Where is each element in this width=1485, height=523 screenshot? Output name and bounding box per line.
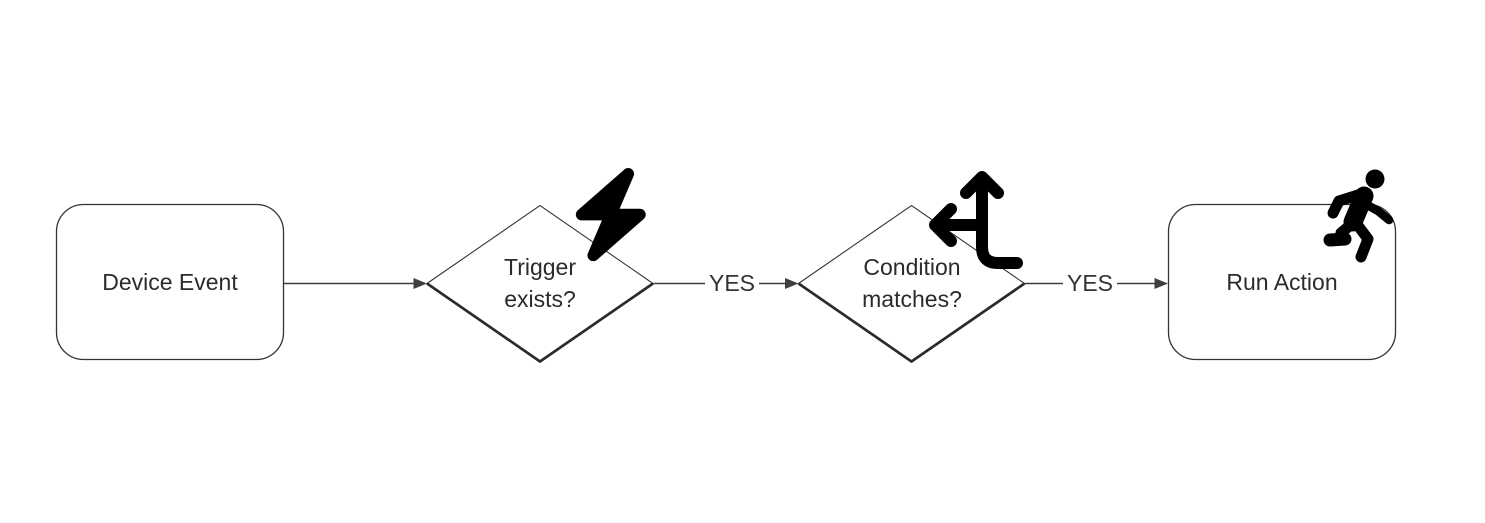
node-run-action-label: Run Action — [1226, 269, 1338, 295]
node-device-event-label: Device Event — [102, 269, 238, 295]
arrowhead-icon — [413, 278, 427, 289]
lightning-bolt-icon — [575, 167, 646, 262]
node-trigger-exists-shadow-edge — [426, 282, 654, 363]
node-device-event-shape — [55, 203, 285, 361]
edge-label-yes-2: YES — [1066, 270, 1114, 296]
node-condition-matches-label: Condition matches? — [812, 204, 1012, 362]
node-condition-matches-label-line1: Condition — [863, 254, 961, 280]
node-trigger-exists-label-line1: Trigger — [504, 254, 576, 280]
arrowhead-icon — [1154, 278, 1168, 289]
person-running-icon — [1323, 169, 1394, 263]
edge-label-yes-1: YES — [708, 270, 756, 296]
node-condition-matches-shadow-edge — [797, 282, 1026, 363]
node-trigger-exists-label: Trigger exists? — [440, 204, 640, 362]
split-arrows-icon — [929, 171, 1023, 269]
arrowhead-icon — [785, 278, 799, 289]
node-trigger-exists-label-line2: exists? — [504, 286, 576, 312]
node-condition-matches-label-line2: matches? — [862, 286, 962, 312]
